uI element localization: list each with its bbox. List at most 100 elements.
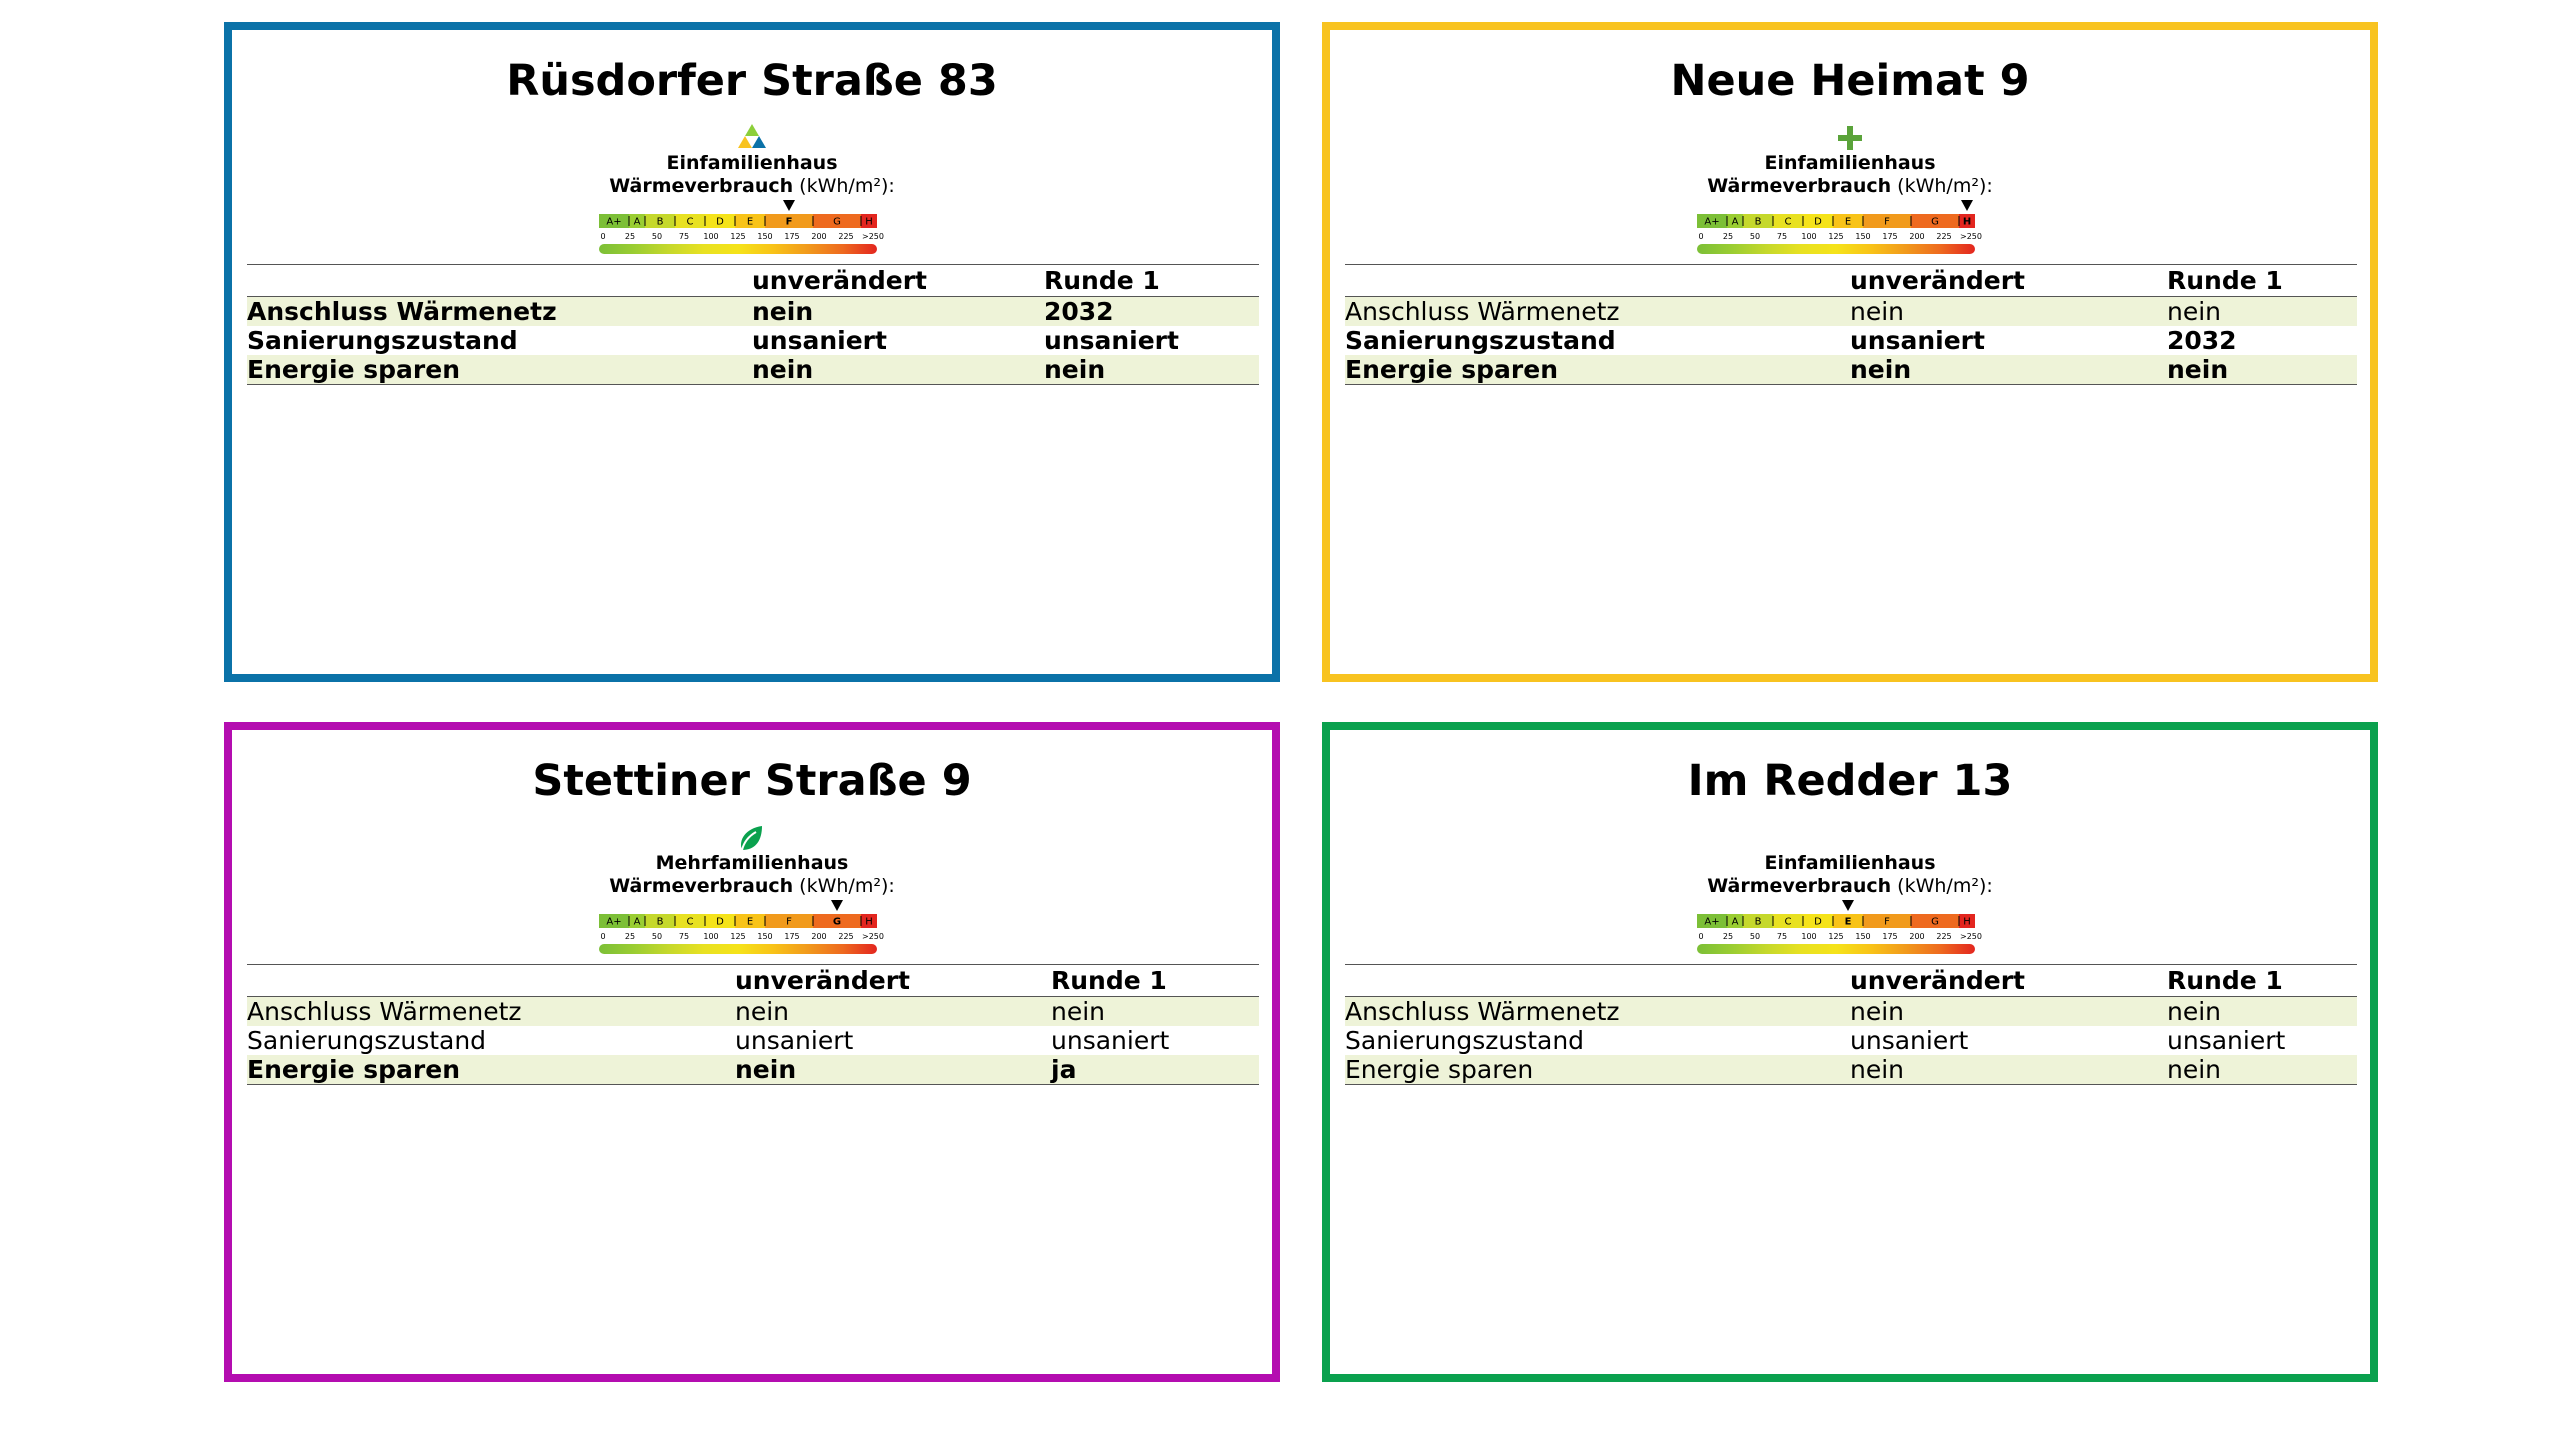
scale-class-F [765,214,813,228]
value-round-1: 2032 [1044,296,1259,326]
scale-class-B [645,914,675,928]
scale-class-label: D [716,917,724,928]
table-row: Anschluss Wärmenetz nein 2032 [247,296,1259,326]
scale-tick-label: 125 [730,932,745,941]
scale-tick-label: 200 [1909,932,1924,941]
scale-class-label: E [1845,217,1851,228]
scale-class-label: C [1785,917,1792,928]
building-type: Mehrfamilienhaus [655,852,849,874]
column-header-label [247,964,735,997]
column-header-round-1: Runde 1 [1044,264,1259,297]
scale-class-H [1959,914,1975,928]
scale-class-label: A+ [606,217,621,228]
table-header-row: unverändert Runde 1 [247,964,1259,997]
building-type: Einfamilienhaus [666,152,838,174]
scale-class-label: G [1931,217,1939,228]
scale-class-E [1833,214,1863,228]
scale-tick-label: 125 [1828,232,1843,241]
table-row: Sanierungszustand unsaniert 2032 [1345,326,2357,355]
scenario-table: unverändert Runde 1 Anschluss Wärmenetz … [247,964,1259,1085]
row-label: Sanierungszustand [1345,326,1616,355]
column-header-unchanged: unverändert [752,264,1044,297]
scale-class-F [1863,214,1911,228]
scale-gradient-bar [1697,944,1975,954]
scale-class-A+ [1697,914,1727,928]
value-round-1: unsaniert [2167,1026,2286,1055]
triangle-cluster-icon [738,124,766,148]
scenario-table: unverändert Runde 1 Anschluss Wärmenetz … [247,264,1259,385]
plus-icon [1838,126,1862,150]
scale-tick-label: 50 [1750,232,1760,241]
table-row: Sanierungszustand unsaniert unsaniert [1345,1026,2357,1055]
table-row: Energie sparen nein nein [247,355,1259,385]
scale-tick-label: 25 [625,932,635,941]
scale-class-A [629,214,645,228]
scale-class-label: C [687,217,694,228]
house-card-im-redder[interactable]: Im Redder 13 Einfamilienhaus Wärmeverbra… [1322,722,2378,1382]
scale-pointer-icon [783,200,795,211]
scale-tick-label: 225 [838,232,853,241]
column-header-label [247,264,752,297]
scale-tick-label: 25 [625,232,635,241]
card-title: Im Redder 13 [1687,756,2013,806]
table-row: Anschluss Wärmenetz nein nein [1345,296,2357,326]
scale-class-label: H [1963,217,1971,228]
value-unchanged: nein [752,355,1044,385]
scale-class-A [1727,214,1743,228]
scale-gradient-bar [1697,244,1975,254]
value-round-1: nein [1051,996,1259,1026]
house-card-neue-heimat[interactable]: Neue Heimat 9 Einfamilienhaus Wärmeverbr… [1322,22,2378,682]
leaf-icon [740,826,762,851]
scale-tick-label: 175 [1882,932,1897,941]
scale-class-D [1803,914,1833,928]
scale-class-label: D [1814,917,1822,928]
scenario-table: unverändert Runde 1 Anschluss Wärmenetz … [1345,264,2357,385]
scale-tick-label: 100 [703,932,718,941]
column-header-round-1: Runde 1 [2167,964,2357,997]
scale-tick-label: 0 [600,932,605,941]
table-header-row: unverändert Runde 1 [247,264,1259,297]
scale-tick-label: 100 [1801,232,1816,241]
scale-class-G [1911,214,1959,228]
scale-class-G [813,914,861,928]
row-label: Energie sparen [247,355,752,385]
scale-class-B [1743,214,1773,228]
scale-tick-label: >250 [862,232,884,241]
scale-tick-label: 25 [1723,932,1733,941]
house-card-ruesdorfer[interactable]: Rüsdorfer Straße 83 Einfamilienhaus Wärm… [224,22,1280,682]
value-unchanged: unsaniert [752,326,887,355]
scale-class-label: A+ [1704,217,1719,228]
scale-class-C [675,214,705,228]
scale-class-A [629,914,645,928]
column-header-round-1: Runde 1 [2167,264,2357,297]
scale-class-label: B [657,917,664,928]
value-round-1: nein [2167,296,2357,326]
house-card-stettiner[interactable]: Stettiner Straße 9 Mehrfamilienhaus Wärm… [224,722,1280,1382]
building-type: Einfamilienhaus [1764,852,1936,874]
table-header-row: unverändert Runde 1 [1345,964,2357,997]
scale-tick-label: 150 [757,932,772,941]
scale-class-E [735,914,765,928]
value-unchanged: nein [752,296,1044,326]
value-unchanged: nein [735,1055,1051,1085]
consumption-label: Wärmeverbrauch (kWh/m²): [609,175,895,197]
row-label: Sanierungszustand [247,326,518,355]
scale-class-A+ [599,214,629,228]
scale-class-label: E [747,217,753,228]
scale-class-label: H [1963,917,1971,928]
scale-class-label: F [1884,917,1890,928]
scale-class-D [1803,214,1833,228]
scale-class-B [1743,914,1773,928]
scale-class-label: C [1785,217,1792,228]
card-title: Rüsdorfer Straße 83 [506,56,998,106]
scale-pointer-icon [1842,900,1854,911]
scale-tick-label: 125 [730,232,745,241]
scale-class-F [765,914,813,928]
value-round-1: unsaniert [1044,326,1179,355]
scale-class-C [675,914,705,928]
scale-tick-label: 175 [784,232,799,241]
table-row: Energie sparen nein ja [247,1055,1259,1085]
scale-class-F [1863,914,1911,928]
